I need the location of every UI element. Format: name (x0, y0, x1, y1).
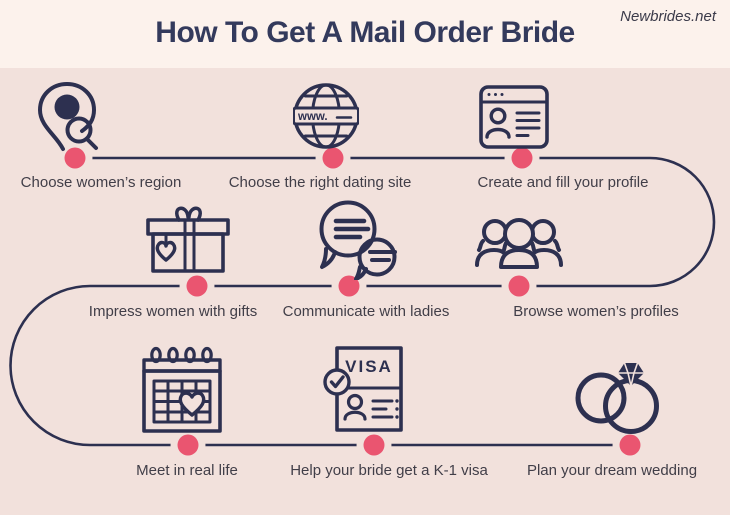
svg-text:www.: www. (297, 111, 328, 123)
wedding-rings-icon (574, 356, 662, 438)
svg-text:VISA: VISA (345, 357, 393, 376)
step-label-8: Help your bride get a K-1 visa (290, 462, 488, 479)
step-label-6: Browse women’s profiles (513, 303, 679, 320)
calendar-heart-icon (140, 346, 224, 434)
globe-www-icon: www. (293, 81, 359, 151)
profile-window-icon (479, 85, 549, 149)
brand: Newbrides.net (620, 8, 716, 25)
header-band: Newbrides.net How To Get A Mail Order Br… (0, 0, 730, 68)
women-group-icon (475, 209, 563, 271)
location-search-icon (33, 80, 101, 155)
step-label-7: Meet in real life (136, 462, 238, 479)
step-label-4: Impress women with gifts (88, 303, 258, 320)
step-label-1: Choose women’s region (20, 174, 182, 191)
gift-box-icon (141, 204, 235, 274)
step-label-9: Plan your dream wedding (526, 462, 698, 479)
page-title: How To Get A Mail Order Bride (155, 16, 575, 49)
step-label-5: Communicate with ladies (282, 303, 450, 320)
step-label-3: Create and fill your profile (477, 174, 649, 191)
chat-bubbles-icon (311, 198, 399, 280)
step-label-2: Choose the right dating site (228, 174, 412, 191)
visa-document-icon: VISA (322, 344, 410, 434)
